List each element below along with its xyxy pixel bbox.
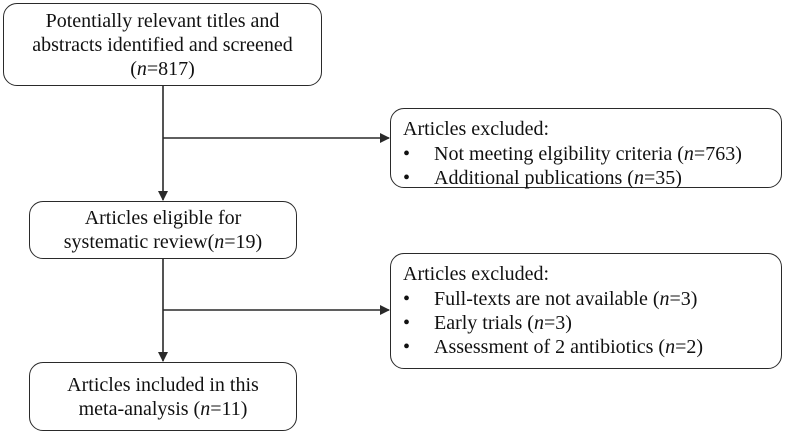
eligible-n-label: n — [214, 231, 225, 253]
eligible-line-2: systematic review(n=19) — [30, 230, 296, 254]
excluded-2-title: Articles excluded: — [403, 263, 550, 285]
excluded-2-item-n-label: n — [665, 336, 676, 358]
excluded-1-item-count: =763) — [693, 143, 742, 165]
excluded-1-item: • Additional publications (n=35) — [403, 166, 781, 190]
excluded-2-item: • Early trials (n=3) — [403, 311, 781, 335]
excluded-2-item-n-label: n — [533, 312, 544, 334]
eligible-line-2-text: systematic review( — [63, 231, 215, 253]
screened-line-1: Potentially relevant titles and — [45, 9, 280, 32]
screened-n-label: n — [136, 57, 147, 80]
excluded-2-item-count: =3) — [669, 288, 698, 310]
eligible-box: Articles eligible for systematic review(… — [29, 201, 297, 259]
excluded-1-item-text: Additional publications ( — [434, 167, 634, 189]
included-n-label: n — [200, 397, 211, 420]
included-line-2-text: meta-analysis ( — [78, 397, 201, 420]
screened-box: Potentially relevant titles and abstract… — [3, 3, 322, 86]
bullet-icon: • — [403, 167, 411, 189]
excluded-2-item: • Full-texts are not available (n=3) — [403, 287, 781, 311]
excluded-1-item-text: Not meeting elgibility criteria ( — [434, 143, 684, 165]
bullet-icon: • — [403, 143, 411, 165]
bullet-icon: • — [403, 312, 411, 334]
bullet-icon: • — [403, 288, 411, 310]
excluded-1-item-n-label: n — [683, 143, 694, 165]
excluded-2-item-text: Early trials ( — [434, 312, 534, 334]
eligible-count: =19) — [224, 231, 263, 253]
excluded-2-item-count: =3) — [543, 312, 572, 334]
screened-count-prefix: ( — [130, 57, 137, 80]
eligible-line-1: Articles eligible for — [84, 207, 242, 229]
excluded-1-item-count: =35) — [643, 167, 682, 189]
excluded-1-item: • Not meeting elgibility criteria (n=763… — [403, 142, 781, 166]
bullet-icon: • — [403, 336, 411, 358]
excluded-2-item-n-label: n — [659, 288, 670, 310]
excluded-2-item-text: Full-texts are not available ( — [434, 288, 660, 310]
screened-count: (n=817) — [4, 57, 321, 81]
included-line-2: meta-analysis (n=11) — [30, 397, 296, 421]
excluded-2-item-text: Assessment of 2 antibiotics ( — [434, 336, 666, 358]
screened-line-2: abstracts identified and screened — [32, 33, 293, 56]
included-count: =11) — [210, 397, 248, 420]
included-line-1: Articles included in this — [67, 373, 259, 396]
excluded-box-1: Articles excluded: • Not meeting elgibil… — [390, 108, 782, 190]
excluded-box-2: Articles excluded: • Full-texts are not … — [390, 253, 782, 369]
excluded-1-title: Articles excluded: — [403, 118, 550, 140]
excluded-1-item-n-label: n — [633, 167, 644, 189]
excluded-2-item-count: =2) — [675, 336, 704, 358]
excluded-2-item: • Assessment of 2 antibiotics (n=2) — [403, 335, 781, 359]
included-box: Articles included in this meta-analysis … — [29, 362, 297, 431]
screened-count-value: =817) — [146, 57, 195, 80]
